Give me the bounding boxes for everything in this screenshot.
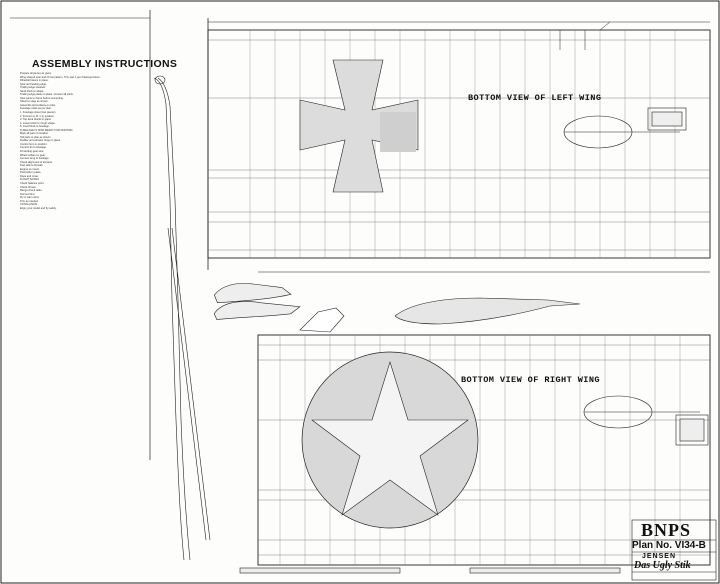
instructions-text: Prepare all pieces as given.Wing shaped … — [20, 72, 150, 210]
instruction-line: Dope and cover. — [20, 174, 39, 178]
top-wing-outline — [207, 29, 711, 259]
instruction-line: Tail parts to plan as shown. — [20, 135, 52, 139]
instruction-line: Check throws. — [20, 185, 37, 189]
instruction-line: Mark all parts to location. — [20, 132, 49, 136]
instruction-line: Cement fin to fuselage. — [20, 146, 47, 150]
instruction-line: Dihedral braces in place. — [20, 79, 49, 83]
bnps-logo: BNPS — [641, 520, 692, 540]
star-roundel-insignia — [301, 351, 479, 529]
instruction-line: Spar and leading edge. — [20, 82, 47, 86]
instruction-line: Enjoy your model and fly safely. — [20, 206, 57, 210]
instruction-line: Fly in calm wind. — [20, 196, 40, 200]
bottom-wing-outline — [257, 334, 711, 566]
instruction-line: 4. Lower block to rough shape. — [20, 121, 56, 125]
instruction-line: FLIGHT NOTES — [20, 178, 39, 182]
instructions-title: ASSEMBLY INSTRUCTIONS — [32, 58, 178, 70]
instruction-line: Pushrods in place. — [20, 171, 42, 175]
instruction-line: 1. Fuselage sheet (two pieces). — [20, 111, 57, 115]
instruction-line: Wheel collars on gear. — [20, 153, 46, 157]
instruction-line: FUSELAGE IS NOW READY FOR PAINTING — [20, 128, 73, 132]
top-wing-label: BOTTOM VIEW OF LEFT WING — [468, 93, 602, 103]
aileron-servo-bottom — [583, 395, 709, 446]
wing-ribs-detail — [213, 283, 345, 333]
instruction-line: Fuselage sides as per plan. — [20, 107, 52, 111]
instruction-line: 2. Formers A, B, C in position. — [20, 114, 55, 118]
instruction-line: Control horn in position. — [20, 142, 48, 146]
instruction-line: Fuel tank to firewall. — [20, 164, 44, 168]
instruction-line: Cement wing to fuselage. — [20, 157, 50, 161]
aileron-servo-top — [563, 107, 687, 149]
instruction-line: Trim as needed. — [20, 199, 39, 203]
instruction-line: Sheet to edge as shown. — [20, 100, 49, 104]
spar-strip — [239, 567, 621, 574]
left-wing-strut — [153, 75, 191, 561]
instruction-line: CONCLUSION — [20, 203, 38, 207]
publisher-label: JENSEN — [642, 553, 677, 560]
instruction-line: 5. Cowl block to fuselage. — [20, 125, 50, 129]
instruction-line: Prepare all pieces as given. — [20, 72, 52, 75]
instruction-line: Check balance point. — [20, 181, 45, 185]
instruction-line: Assemble tail surfaces on plan. — [20, 103, 56, 107]
right-wing-strut — [167, 227, 211, 541]
instruction-line: Trailing edge sheeted. — [20, 86, 46, 90]
model-name: Das Ugly Stik — [634, 560, 691, 571]
airfoil-rib-section — [394, 297, 581, 325]
instruction-line: Taxi test first. — [20, 192, 36, 196]
bottom-wing-label: BOTTOM VIEW OF RIGHT WING — [461, 375, 600, 385]
iron-cross-insignia — [299, 59, 419, 193]
instruction-line: 3. Top deck blocks in place. — [20, 118, 52, 122]
instruction-line: Engine to mount. — [20, 167, 40, 171]
instruction-line: Glue parts to frame before cementing. — [20, 96, 64, 100]
instruction-line: Sand block to shape. — [20, 89, 45, 93]
instruction-line: Trailing edge plates in place. Cement al… — [20, 93, 74, 97]
instruction-line: Check alignment of all parts. — [20, 160, 53, 164]
instruction-line: Wing shaped spar and rib set pattern. Tr… — [20, 75, 101, 79]
plan-number: Plan No. VI34-B — [632, 540, 706, 551]
title-block — [631, 519, 717, 581]
instruction-line: Rudder and elevator hinge in place. — [20, 139, 61, 143]
instruction-line: Fit landing gear wire. — [20, 150, 45, 154]
instruction-line: Range check radio. — [20, 189, 43, 193]
